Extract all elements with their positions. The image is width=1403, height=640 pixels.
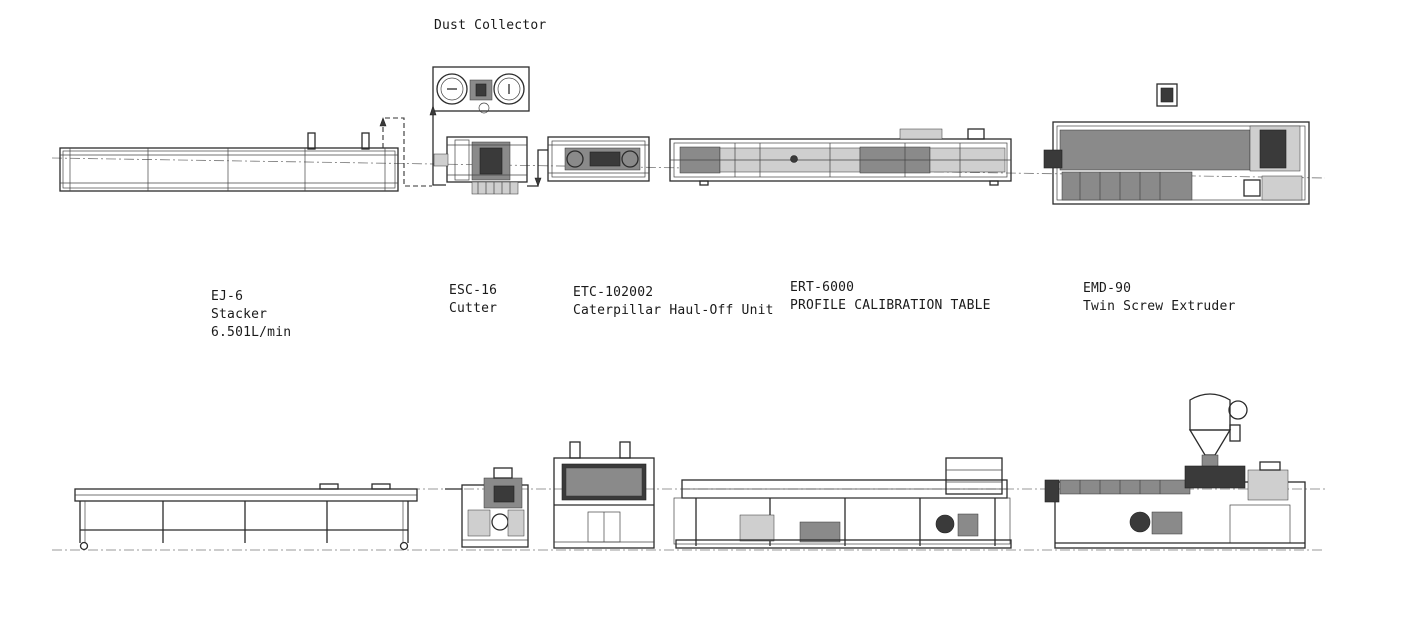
extruder-label: EMD-90 Twin Screw Extruder xyxy=(1083,280,1236,316)
extruder-side-view xyxy=(1044,393,1306,549)
haul-off-name: Caterpillar Haul-Off Unit xyxy=(573,303,774,318)
stacker-top-view xyxy=(59,117,432,192)
dust-collector-top-view xyxy=(429,66,530,186)
stacker-model: EJ-6 xyxy=(211,289,244,304)
haul-off-top-view xyxy=(547,136,650,182)
haul-off-model: ETC-102002 xyxy=(573,285,654,300)
haul-off-side-view xyxy=(553,441,655,549)
calibration-label: ERT-6000 PROFILE CALIBRATION TABLE xyxy=(790,279,991,315)
calibration-top-view xyxy=(669,128,1012,186)
cutter-name: Cutter xyxy=(449,301,498,316)
extruder-top-view xyxy=(1043,83,1310,205)
stacker-spec: 6.501L/min xyxy=(211,325,292,340)
extruder-name: Twin Screw Extruder xyxy=(1083,299,1236,314)
calibration-name: PROFILE CALIBRATION TABLE xyxy=(790,298,991,313)
haul-off-label: ETC-102002 Caterpillar Haul-Off Unit xyxy=(573,284,774,320)
cutter-side-view xyxy=(445,467,529,548)
stacker-name: Stacker xyxy=(211,307,268,322)
cutter-label: ESC-16 Cutter xyxy=(449,282,497,318)
calibration-model: ERT-6000 xyxy=(790,280,855,295)
extruder-model: EMD-90 xyxy=(1083,281,1132,296)
dust-collector-label: Dust Collector xyxy=(434,17,546,35)
cutter-top-view xyxy=(433,136,548,195)
dust-collector-name: Dust Collector xyxy=(434,18,547,33)
stacker-label: EJ-6 Stacker 6.501L/min xyxy=(211,288,291,342)
calibration-side-view xyxy=(673,457,1012,549)
cutter-model: ESC-16 xyxy=(449,283,498,298)
stacker-side-view xyxy=(74,483,418,551)
